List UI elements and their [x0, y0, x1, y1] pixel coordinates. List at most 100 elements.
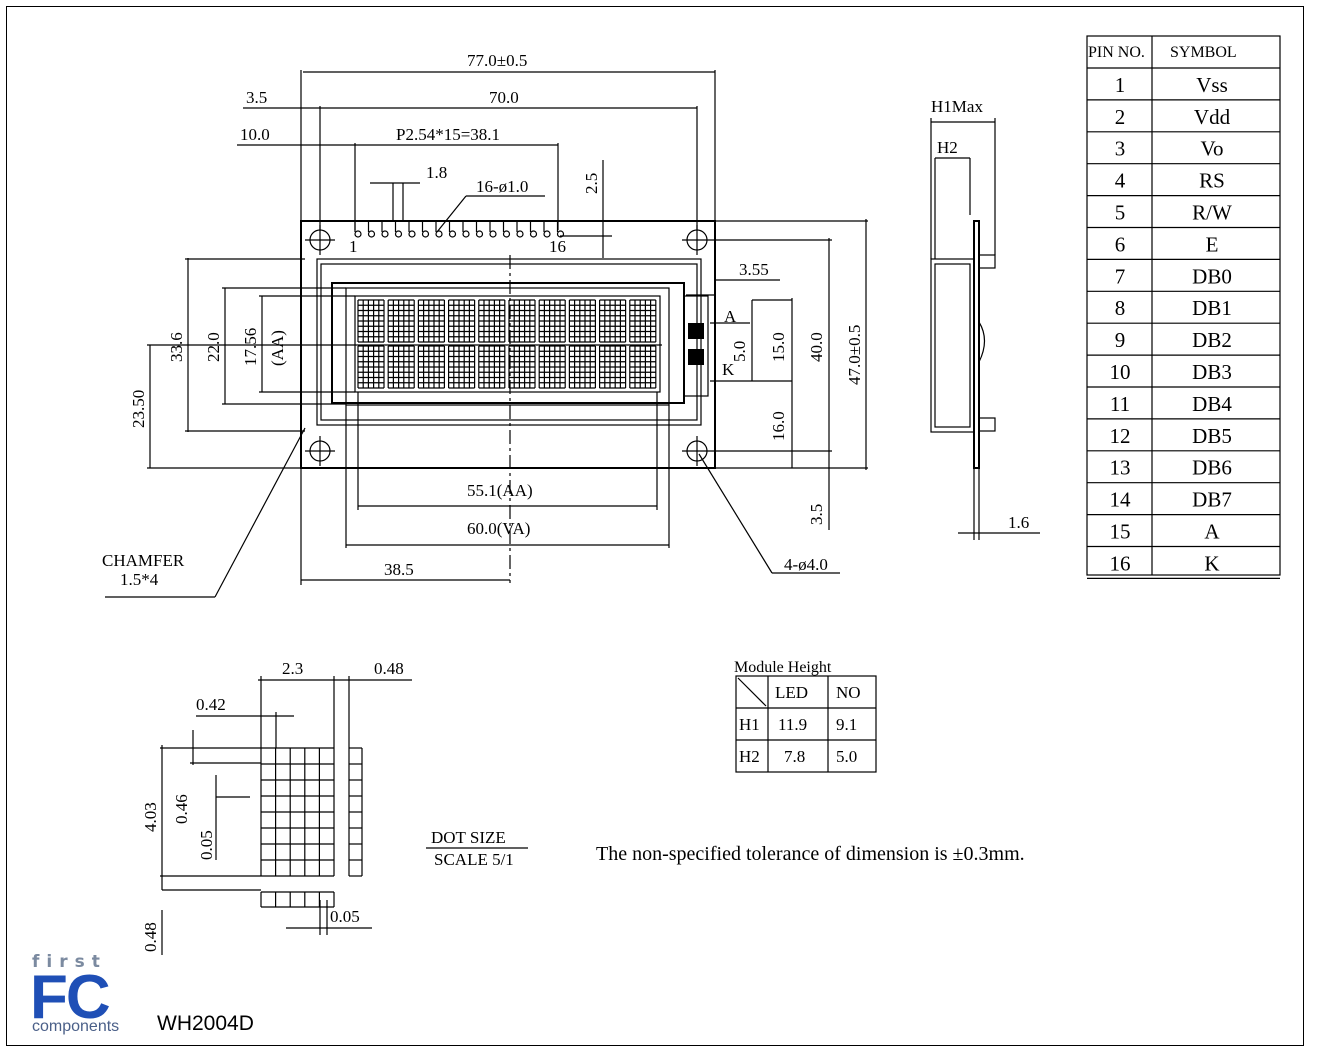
mh-row-h1: H1 — [739, 715, 760, 734]
pin-number: 12 — [1110, 424, 1131, 448]
bezel-inner — [320, 263, 698, 421]
drawing-frame — [6, 6, 1304, 1046]
pin-symbol: E — [1206, 232, 1219, 256]
lcd-character — [417, 345, 445, 389]
pin-number: 11 — [1110, 392, 1130, 416]
pin-number: 2 — [1115, 105, 1126, 129]
dim-pad-offset: 3.55 — [739, 260, 769, 279]
dim-aa-width: 55.1(AA) — [467, 481, 533, 500]
pin-symbol: DB0 — [1192, 264, 1232, 288]
mh-col-no: NO — [836, 683, 861, 702]
dim-aa-label: (AA) — [268, 330, 287, 366]
dot-char-width: 2.3 — [282, 659, 303, 678]
lcd-character — [417, 299, 445, 343]
lcd-character — [478, 299, 506, 343]
pin-number: 7 — [1115, 264, 1126, 288]
side-pcb-thickness: 1.6 — [1008, 513, 1029, 532]
lcd-character — [629, 345, 657, 389]
mounting-hole — [682, 436, 712, 466]
lcd-character — [448, 345, 476, 389]
pin-symbol: RS — [1199, 169, 1225, 193]
dot-matrix-detail — [260, 747, 363, 908]
pin-number: 13 — [1110, 456, 1131, 480]
mh-h2-no: 5.0 — [836, 747, 857, 766]
module-height-title: Module Height — [734, 659, 832, 676]
pin-symbol: DB3 — [1192, 360, 1232, 384]
viewing-area — [345, 287, 670, 406]
mh-h1-led: 11.9 — [778, 715, 807, 734]
dimension-lines — [105, 70, 868, 598]
pin — [462, 221, 470, 238]
dim-va-width: 60.0(VA) — [467, 519, 530, 538]
pin-symbol: DB1 — [1192, 296, 1232, 320]
pin — [489, 221, 497, 238]
dot-size-label: DOT SIZE — [431, 828, 506, 847]
lcd-character — [538, 299, 566, 343]
dim-pin-top: 2.5 — [582, 173, 601, 194]
pin-number: 9 — [1115, 328, 1126, 352]
dim-15: 15.0 — [769, 332, 788, 362]
lcd-character — [568, 345, 597, 389]
front-view: 77.0±0.5 70.0 3.5 10.0 P2.54*15=38.1 1.8… — [102, 51, 868, 598]
dim-hole-spacing-x: 70.0 — [489, 88, 519, 107]
dim-pin-pitch: P2.54*15=38.1 — [396, 125, 500, 144]
viewing-area-outer — [331, 282, 685, 404]
dim-va-height: 22.0 — [204, 332, 223, 362]
pin-number: 5 — [1115, 201, 1126, 225]
pin — [421, 221, 430, 238]
lcd-character — [629, 299, 657, 343]
anode-pad — [688, 323, 704, 339]
cathode-label: K — [722, 360, 735, 379]
dot-gap-h: 0.05 — [330, 907, 360, 926]
dim-width-total: 77.0±0.5 — [467, 51, 527, 70]
model-number: WH2004D — [157, 1012, 254, 1035]
side-h1-label: H1Max — [931, 97, 983, 116]
dim-16: 16.0 — [769, 411, 788, 441]
mh-row-h2: H2 — [739, 747, 760, 766]
mh-h2-led: 7.8 — [784, 747, 805, 766]
dot-scale-label: SCALE 5/1 — [434, 850, 514, 869]
pin-number: 10 — [1110, 360, 1131, 384]
pin-symbol: Vo — [1201, 137, 1224, 161]
lcd-character — [598, 345, 627, 389]
lcd-character — [357, 299, 385, 343]
dim-aa-height: 17.56 — [241, 328, 260, 366]
dim-bezel-height: 33.6 — [167, 332, 186, 362]
dim-hole-spacing-y: 40.0 — [807, 332, 826, 362]
side-bezel — [934, 263, 971, 428]
active-area — [354, 295, 661, 393]
dot-gap-v: 0.05 — [197, 830, 216, 860]
side-pin-top — [978, 254, 996, 269]
mh-col-led: LED — [775, 683, 808, 702]
pin-number: 16 — [1110, 551, 1131, 575]
dim-center-x: 38.5 — [384, 560, 414, 579]
lcd-character — [387, 299, 415, 343]
pin-symbol: DB7 — [1192, 488, 1232, 512]
mounting-hole — [305, 436, 335, 466]
pin — [394, 221, 403, 238]
lcd-character — [357, 345, 385, 389]
side-pin-bottom — [978, 417, 996, 432]
dim-hole-offset: 3.5 — [246, 88, 267, 107]
pin-number: 8 — [1115, 296, 1126, 320]
pin-symbol: R/W — [1192, 201, 1232, 225]
dot-width: 0.42 — [196, 695, 226, 714]
dim-mount-holes: 4-ø4.0 — [784, 555, 828, 574]
pin-1-label: 1 — [349, 237, 358, 256]
pin — [448, 221, 457, 238]
lcd-character — [508, 299, 536, 343]
dot-height: 0.46 — [172, 794, 191, 824]
side-view: H1Max H2 1.6 — [930, 97, 1040, 540]
logo-fc: FC — [30, 963, 111, 1032]
lcd-character — [568, 299, 597, 343]
chamfer-size: 1.5*4 — [120, 570, 159, 589]
dim-hole-bottom: 3.5 — [807, 504, 826, 525]
pin — [529, 221, 538, 238]
lcd-character — [538, 345, 566, 389]
side-pcb — [973, 220, 980, 469]
pin — [516, 221, 524, 238]
pin-number: 15 — [1110, 520, 1131, 544]
tolerance-note: The non-specified tolerance of dimension… — [596, 843, 1025, 865]
